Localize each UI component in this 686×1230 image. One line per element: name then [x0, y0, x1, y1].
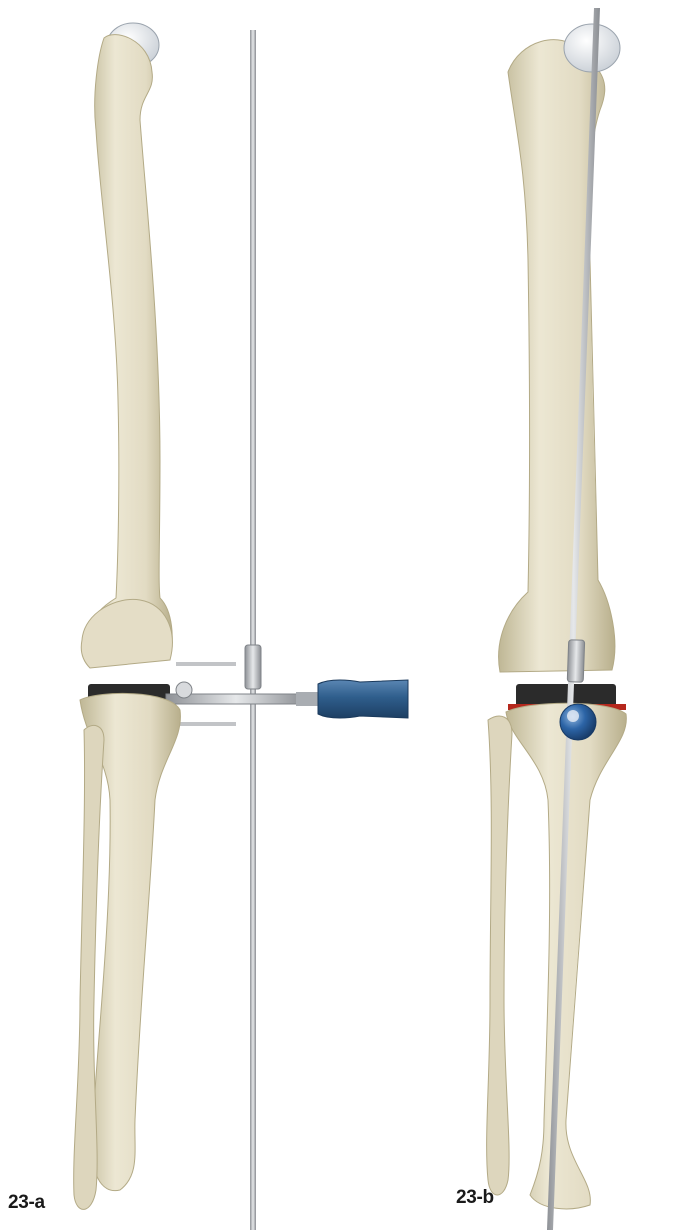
figure-b	[487, 8, 627, 1230]
knob-highlight-b	[567, 710, 579, 722]
femur-b	[499, 40, 615, 672]
upper-pin-a	[176, 662, 236, 666]
locking-screw-a	[176, 682, 192, 698]
rod-clamp-b	[567, 640, 584, 683]
handle-neck-a	[296, 692, 318, 706]
blue-knob-b	[560, 704, 596, 740]
lower-pin-a	[176, 722, 236, 726]
rod-clamp-a	[245, 645, 261, 689]
fibula-b	[487, 716, 512, 1195]
figure-label-a: 23-a	[8, 1192, 45, 1214]
femoral-condyle-a	[81, 599, 172, 668]
alignment-rod-a	[250, 30, 256, 1230]
femur-a	[84, 35, 172, 665]
figure-a	[74, 23, 408, 1230]
blue-handle-a	[318, 680, 408, 718]
figure-label-b: 23-b	[456, 1187, 494, 1209]
